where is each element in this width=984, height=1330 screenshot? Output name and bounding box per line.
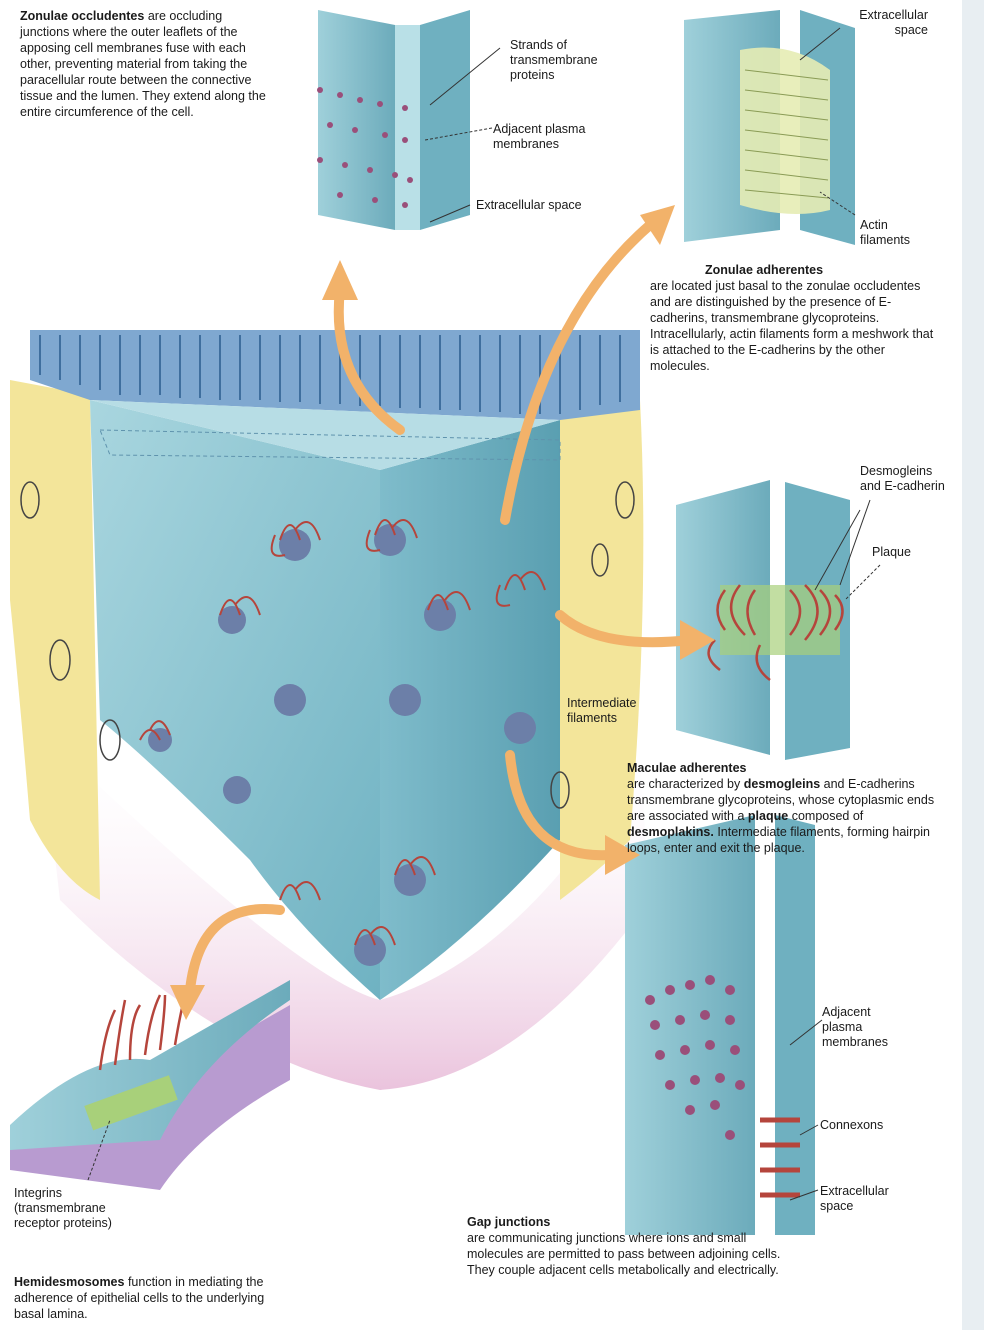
label-connexons: Connexons <box>820 1118 883 1133</box>
left-neighbor-cell <box>10 380 100 900</box>
maculae-panel <box>676 480 880 760</box>
maculae-term-desmogleins: desmogleins <box>744 777 820 791</box>
occludentes-body: are occluding junctions where the outer … <box>20 9 266 119</box>
occludentes-panel <box>317 10 500 230</box>
adherentes-title: Zonulae adherentes <box>705 263 823 277</box>
hemidesmosome-panel <box>10 980 290 1190</box>
label-integrins: Integrins (transmembrane receptor protei… <box>14 1186 112 1231</box>
maculae-description: Maculae adherentes are characterized by … <box>627 760 947 856</box>
label-extracellular-space-gap: Extracellular space <box>820 1184 889 1214</box>
adherentes-panel <box>684 10 855 245</box>
maculae-body-3: composed of <box>792 809 864 823</box>
gap-title: Gap junctions <box>467 1215 550 1229</box>
label-strands-of-transmembrane-proteins: Strands of transmembrane proteins <box>510 38 598 83</box>
label-plaque: Plaque <box>872 545 911 560</box>
label-adjacent-plasma-membranes-gap: Adjacent plasma membranes <box>822 1005 888 1050</box>
label-intermediate-filaments: Intermediate filaments <box>567 696 636 726</box>
label-extracellular-space-adherentes: Extracellular space <box>818 8 928 38</box>
gap-description: Gap junctions are communicating junction… <box>467 1214 787 1278</box>
label-extracellular-space-occludentes: Extracellular space <box>476 198 582 213</box>
label-desmogleins-and-e-cadherin: Desmogleins and E-cadherin <box>860 464 945 494</box>
occludentes-title: Zonulae occludentes <box>20 9 144 23</box>
adherentes-description: Zonulae adherentes are located just basa… <box>650 262 940 374</box>
maculae-term-plaque: plaque <box>748 809 788 823</box>
maculae-body-1: are characterized by <box>627 777 740 791</box>
gap-panel <box>625 815 822 1235</box>
occludentes-description: Zonulae occludentes are occluding juncti… <box>20 8 270 120</box>
hemidesmosomes-title: Hemidesmosomes <box>14 1275 124 1289</box>
maculae-title: Maculae adherentes <box>627 761 747 775</box>
maculae-term-desmoplakins: desmoplakins. <box>627 825 714 839</box>
gap-body: are communicating junctions where ions a… <box>467 1231 780 1277</box>
label-actin-filaments: Actin filaments <box>860 218 910 248</box>
label-adjacent-plasma-membranes: Adjacent plasma membranes <box>493 122 585 152</box>
adherentes-body: are located just basal to the zonulae oc… <box>650 279 933 373</box>
hemidesmosomes-description: Hemidesmosomes function in mediating the… <box>14 1274 294 1322</box>
